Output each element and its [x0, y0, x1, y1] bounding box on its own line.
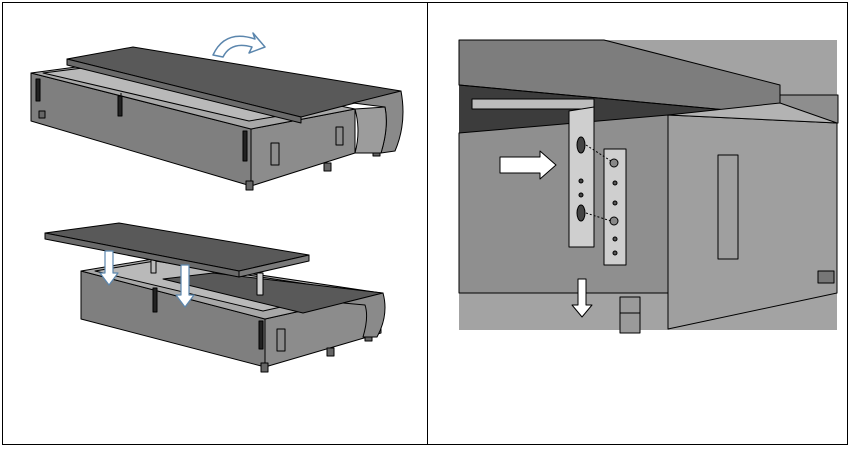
- panel-right: [427, 2, 848, 445]
- divider-slot: [117, 95, 123, 117]
- right-arrow-icon: [499, 150, 557, 180]
- screw: [609, 216, 619, 226]
- left-illustration: [30, 32, 404, 373]
- front-slot-left: [35, 78, 41, 102]
- front-handle: [276, 328, 286, 352]
- body-top-right: [667, 102, 838, 124]
- down-arrow-icon: [99, 250, 119, 286]
- leg: [619, 312, 641, 334]
- side-handle: [335, 126, 344, 146]
- foot: [817, 270, 835, 284]
- front-slot-right: [242, 130, 248, 162]
- step1-assembly: [30, 32, 404, 191]
- foot: [326, 347, 335, 357]
- down-arrow-icon: [175, 264, 195, 308]
- body-front-right: [667, 114, 838, 330]
- top-board-edge: [66, 58, 302, 124]
- right-illustration: [458, 39, 839, 440]
- step2-assembly: [44, 222, 386, 373]
- keyhole-slot: [576, 204, 586, 222]
- front-handle: [270, 142, 280, 166]
- screw: [609, 158, 619, 168]
- down-arrow-icon: [571, 278, 593, 318]
- keyhole-slot: [576, 136, 586, 154]
- l-bracket-top: [471, 98, 595, 110]
- mounting-plate: [603, 148, 627, 266]
- foot: [323, 162, 332, 172]
- foot: [38, 110, 46, 119]
- lower-curve: [342, 292, 386, 338]
- handle-recess: [717, 154, 739, 260]
- rotate-arrow-icon: [212, 32, 266, 58]
- bracket: [256, 272, 264, 296]
- foot: [260, 362, 269, 373]
- connection-line: [585, 212, 612, 222]
- divider-slot: [152, 287, 158, 313]
- l-bracket-vertical: [568, 106, 595, 248]
- top-board-edge-side: [238, 254, 310, 278]
- foot: [245, 180, 254, 191]
- front-slot-right: [258, 320, 264, 350]
- body-front-left: [458, 114, 669, 294]
- panel-left: [2, 2, 428, 445]
- connection-line: [585, 144, 612, 162]
